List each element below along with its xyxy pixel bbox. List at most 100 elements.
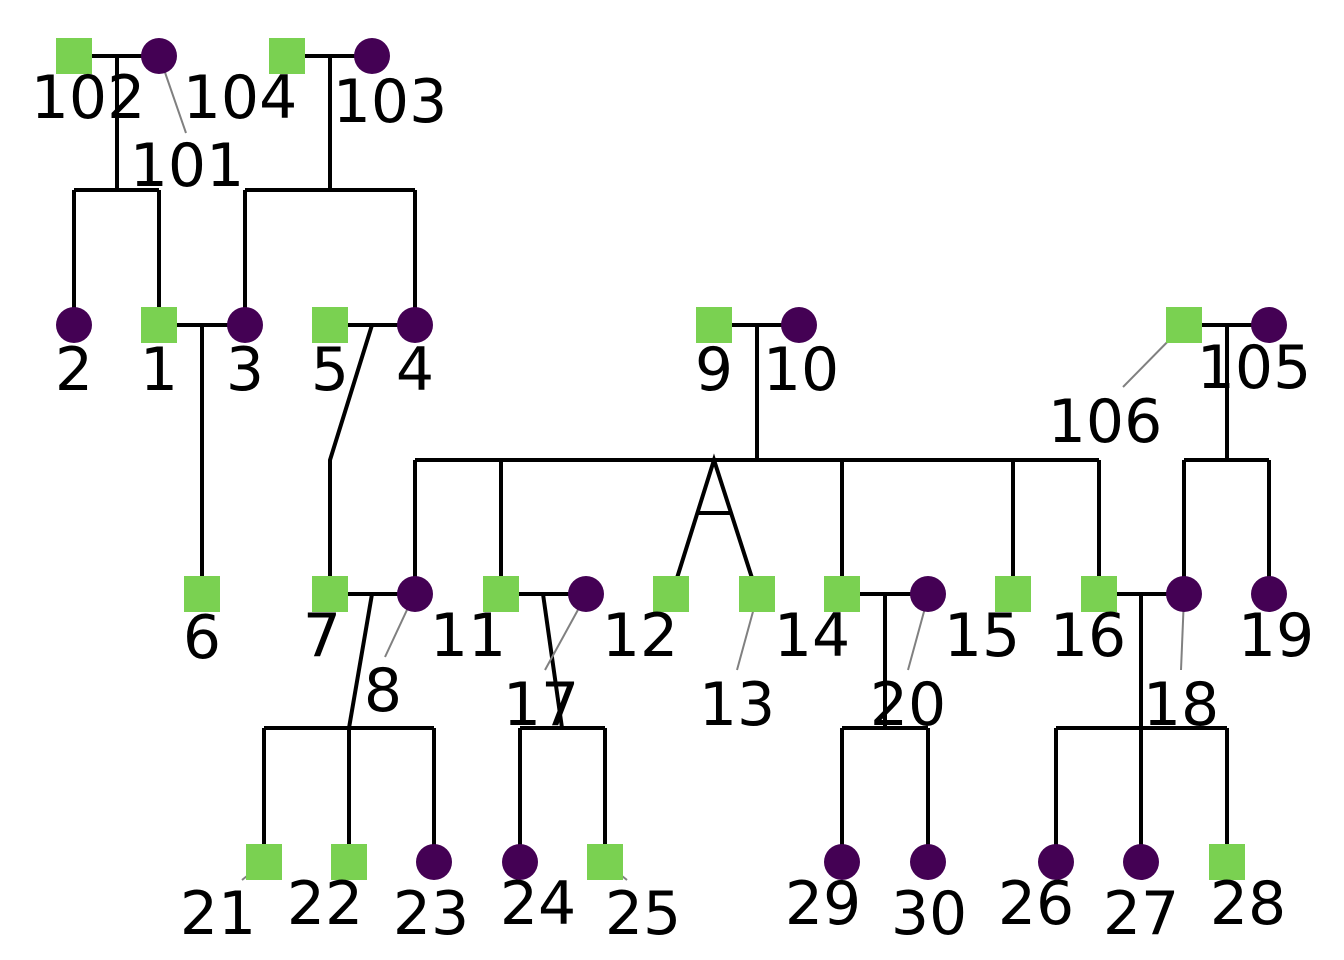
male-square-symbol — [824, 576, 860, 612]
male-square-symbol — [312, 307, 348, 343]
male-square-symbol — [269, 38, 305, 74]
individual-30[interactable]: 30 — [891, 844, 967, 949]
individual-label: 15 — [944, 601, 1020, 671]
female-circle-symbol — [1251, 576, 1287, 612]
individual-9[interactable]: 9 — [695, 307, 733, 405]
individual-24[interactable]: 24 — [500, 844, 576, 939]
individual-label: 9 — [695, 335, 733, 405]
individual-25[interactable]: 25 — [587, 844, 681, 949]
individual-label: 101 — [130, 131, 245, 201]
female-circle-symbol — [824, 844, 860, 880]
individual-label: 22 — [287, 869, 363, 939]
individual-6[interactable]: 6 — [183, 576, 221, 673]
individual-26[interactable]: 26 — [998, 844, 1074, 939]
female-circle-symbol — [781, 307, 817, 343]
individual-18[interactable]: 18 — [1143, 576, 1219, 740]
individual-label: 11 — [430, 601, 506, 671]
individual-27[interactable]: 27 — [1103, 844, 1179, 949]
individual-29[interactable]: 29 — [785, 844, 861, 939]
individual-label: 1 — [140, 335, 178, 405]
female-circle-symbol — [910, 844, 946, 880]
male-square-symbol — [739, 576, 775, 612]
individual-label: 8 — [364, 656, 402, 726]
male-square-symbol — [1081, 576, 1117, 612]
pedigree-line — [328, 324, 374, 594]
individual-label: 29 — [785, 869, 861, 939]
individual-2[interactable]: 2 — [55, 307, 93, 405]
individual-4[interactable]: 4 — [396, 307, 434, 405]
individual-5[interactable]: 5 — [311, 307, 349, 405]
individual-label: 3 — [226, 335, 264, 405]
individual-label: 10 — [763, 335, 839, 405]
individual-21[interactable]: 21 — [180, 844, 282, 949]
individual-label: 105 — [1197, 333, 1312, 403]
individual-23[interactable]: 23 — [393, 844, 469, 949]
female-circle-symbol — [1038, 844, 1074, 880]
individual-label: 25 — [605, 879, 681, 949]
individual-16[interactable]: 16 — [1050, 576, 1126, 671]
pedigree-line — [541, 593, 564, 729]
male-square-symbol — [995, 576, 1031, 612]
individual-101[interactable]: 101 — [130, 38, 245, 201]
individual-label: 106 — [1048, 387, 1163, 457]
pedigree-line — [675, 453, 754, 579]
individual-1[interactable]: 1 — [140, 307, 178, 405]
male-square-symbol — [331, 844, 367, 880]
individual-7[interactable]: 7 — [303, 576, 348, 671]
female-circle-symbol — [1251, 307, 1287, 343]
male-square-symbol — [696, 307, 732, 343]
individual-12[interactable]: 12 — [602, 576, 689, 671]
individual-label: 2 — [55, 335, 93, 405]
female-circle-symbol — [354, 38, 390, 74]
male-square-symbol — [1209, 844, 1245, 880]
individual-105[interactable]: 105 — [1197, 307, 1312, 403]
individual-label: 7 — [303, 601, 341, 671]
female-circle-symbol — [141, 38, 177, 74]
male-square-symbol — [184, 576, 220, 612]
individual-label: 23 — [393, 879, 469, 949]
individual-103[interactable]: 103 — [333, 38, 448, 137]
individual-17[interactable]: 17 — [503, 576, 604, 740]
individual-14[interactable]: 14 — [774, 576, 860, 671]
individual-label: 21 — [180, 879, 256, 949]
pedigree-line — [347, 593, 374, 729]
individual-10[interactable]: 10 — [763, 307, 839, 405]
female-circle-symbol — [502, 844, 538, 880]
individual-label: 103 — [333, 67, 448, 137]
individual-label: 17 — [503, 670, 579, 740]
individual-label: 104 — [183, 63, 298, 133]
female-circle-symbol — [568, 576, 604, 612]
male-square-symbol — [141, 307, 177, 343]
individual-label: 4 — [396, 335, 434, 405]
individual-label: 6 — [183, 603, 221, 673]
individual-28[interactable]: 28 — [1209, 844, 1286, 939]
individual-8[interactable]: 8 — [364, 576, 433, 726]
female-circle-symbol — [910, 576, 946, 612]
individual-label: 27 — [1103, 879, 1179, 949]
individual-3[interactable]: 3 — [226, 307, 264, 405]
individual-19[interactable]: 19 — [1238, 576, 1314, 671]
individual-102[interactable]: 102 — [31, 38, 146, 133]
female-circle-symbol — [416, 844, 452, 880]
female-circle-symbol — [1166, 576, 1202, 612]
individual-label: 28 — [1210, 869, 1286, 939]
individual-label: 24 — [500, 869, 576, 939]
male-square-symbol — [56, 38, 92, 74]
individual-label: 12 — [602, 601, 678, 671]
individual-label: 18 — [1143, 670, 1219, 740]
individual-label: 19 — [1238, 601, 1314, 671]
individual-104[interactable]: 104 — [183, 38, 305, 133]
male-square-symbol — [1166, 307, 1202, 343]
individual-20[interactable]: 20 — [870, 576, 946, 740]
individual-13[interactable]: 13 — [699, 576, 775, 740]
individual-22[interactable]: 22 — [287, 844, 367, 939]
male-square-symbol — [312, 576, 348, 612]
individual-15[interactable]: 15 — [944, 576, 1031, 671]
individual-106[interactable]: 106 — [1048, 307, 1202, 457]
individual-label: 5 — [311, 335, 349, 405]
female-circle-symbol — [56, 307, 92, 343]
individual-label: 30 — [891, 879, 967, 949]
individual-11[interactable]: 11 — [430, 576, 519, 671]
male-square-symbol — [246, 844, 282, 880]
